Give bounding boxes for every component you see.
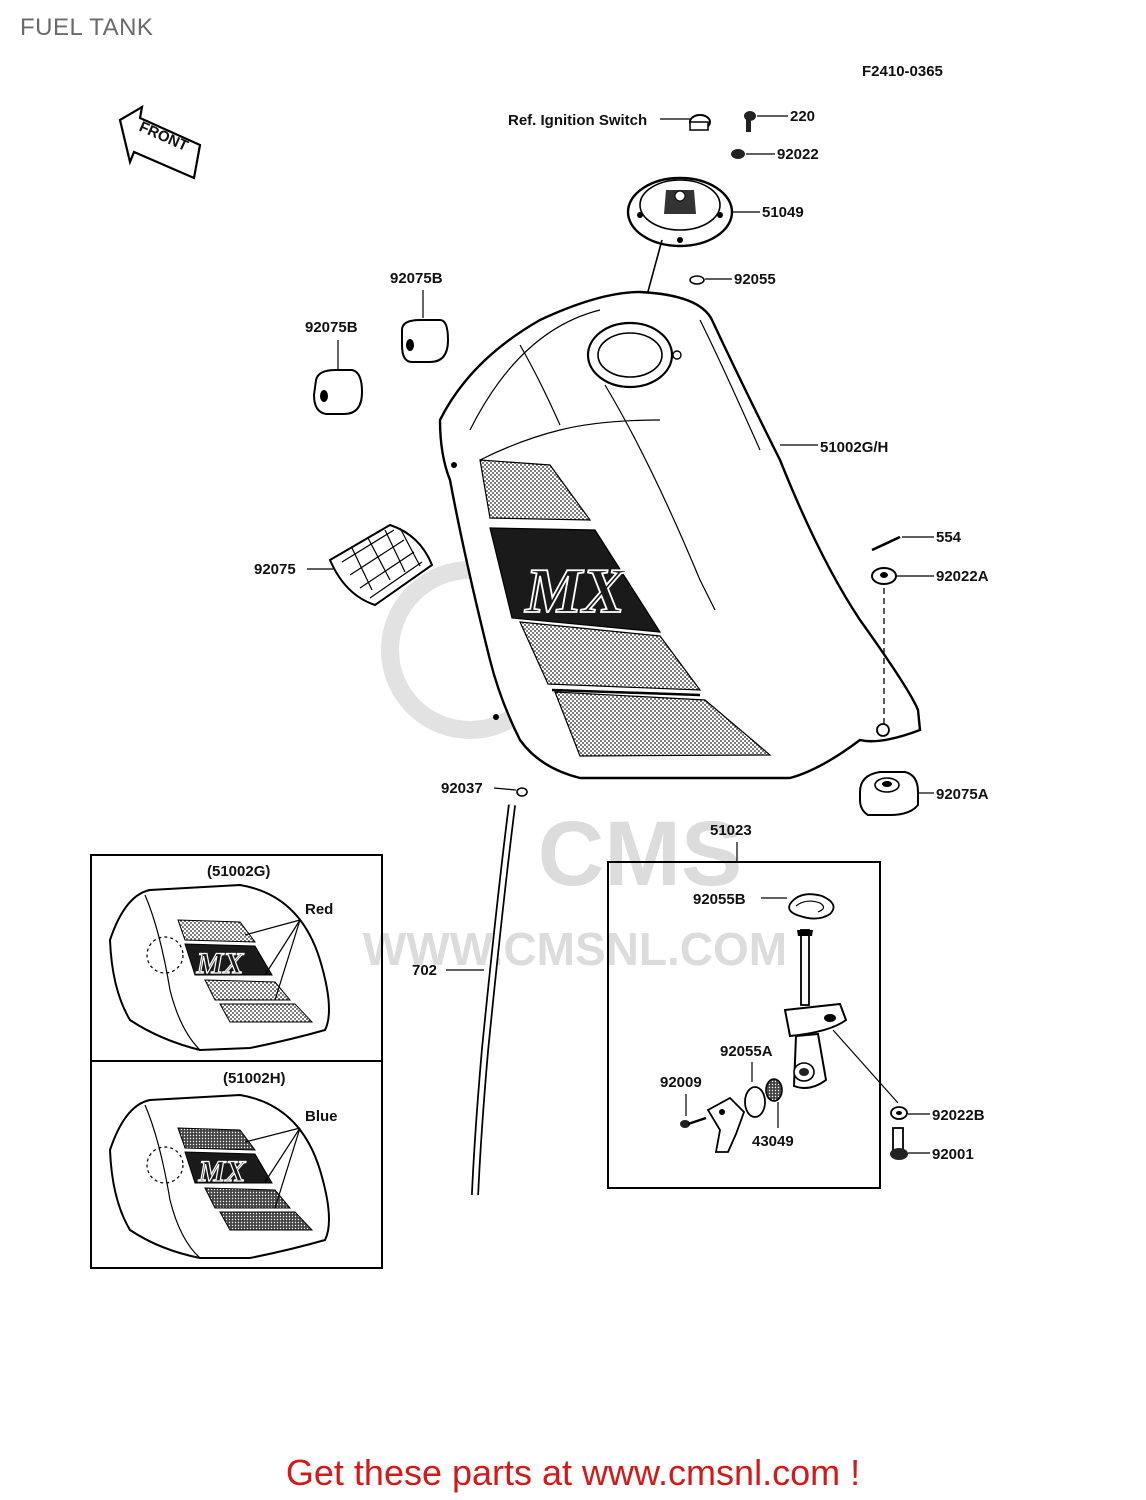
inset-h-color: Blue [305,1108,338,1125]
inset-g-title: (51002G) [207,863,270,880]
label-554: 554 [936,529,962,546]
label-92009: 92009 [660,1074,702,1091]
front-arrow-icon: FRONT [118,104,202,180]
tank-decal-text: MX [524,555,626,626]
watermark-brand: CMS [538,803,742,905]
label-92075b-1: 92075B [390,270,443,287]
screw-92009-icon [680,1116,707,1128]
filter-43049-icon [765,1078,783,1102]
damper-bracket-92075-icon [328,523,434,607]
footer-link[interactable]: Get these parts at www.cmsnl.com ! [285,1452,861,1493]
label-51002gh: 51002G/H [820,439,888,456]
label-51049: 51049 [762,204,804,221]
gasket-92055b-icon [788,893,835,920]
bolt-220-icon [744,111,756,132]
label-702: 702 [412,962,437,979]
label-92075: 92075 [254,561,296,578]
page-title: FUEL TANK [20,14,154,41]
label-92022: 92022 [777,146,819,163]
clamp-92037-icon [516,787,528,797]
inset-g-tank-icon: MX [108,883,330,1052]
oring-92055a-icon [744,1086,766,1118]
watermark-site: WWW.CMSNL.COM [363,923,787,975]
diagram-code: F2410-0365 [862,63,943,80]
oring-92055-icon [689,275,705,285]
label-92001: 92001 [932,1146,974,1163]
label-92075a: 92075A [936,786,989,803]
label-220: 220 [790,108,815,125]
inset-h-tank-icon: MX [108,1093,330,1259]
damper-92075b-icon [401,319,450,363]
fuel-cock-icon [783,929,848,1089]
fuel-tank-icon: MX [438,290,922,780]
label-92022b: 92022B [932,1107,985,1124]
fuel-cap-icon [626,176,734,248]
washer-92022-icon [731,149,745,159]
lever-plate-icon [706,1096,746,1153]
label-92055b: 92055B [693,891,746,908]
inset-h-title: (51002H) [223,1070,286,1087]
washer-92022b-icon [890,1106,908,1120]
label-92075b-2: 92075B [305,319,358,336]
leader-line [832,1029,899,1104]
bolt-92001-icon [890,1127,908,1160]
label-92037: 92037 [441,780,483,797]
inset-h-decal: MX [198,1155,247,1188]
damper-92075b-icon [312,369,364,415]
clip-554-icon [871,535,901,552]
label-43049: 43049 [752,1133,794,1150]
label-92022a: 92022A [936,568,989,585]
inset-g-decal: MX [196,947,245,980]
label-51023: 51023 [710,822,752,839]
inset-g-color: Red [305,901,333,918]
label-92055a: 92055A [720,1043,773,1060]
label-92055: 92055 [734,271,776,288]
watermark: CMS WWW.CMSNL.COM [363,561,787,975]
fuel-cock-box [607,861,881,1189]
ignition-switch-cap-icon [689,114,711,131]
label-ref-ignition-switch: Ref. Ignition Switch [508,112,647,129]
damper-92075a-icon [859,771,919,816]
leader-line [493,787,517,791]
